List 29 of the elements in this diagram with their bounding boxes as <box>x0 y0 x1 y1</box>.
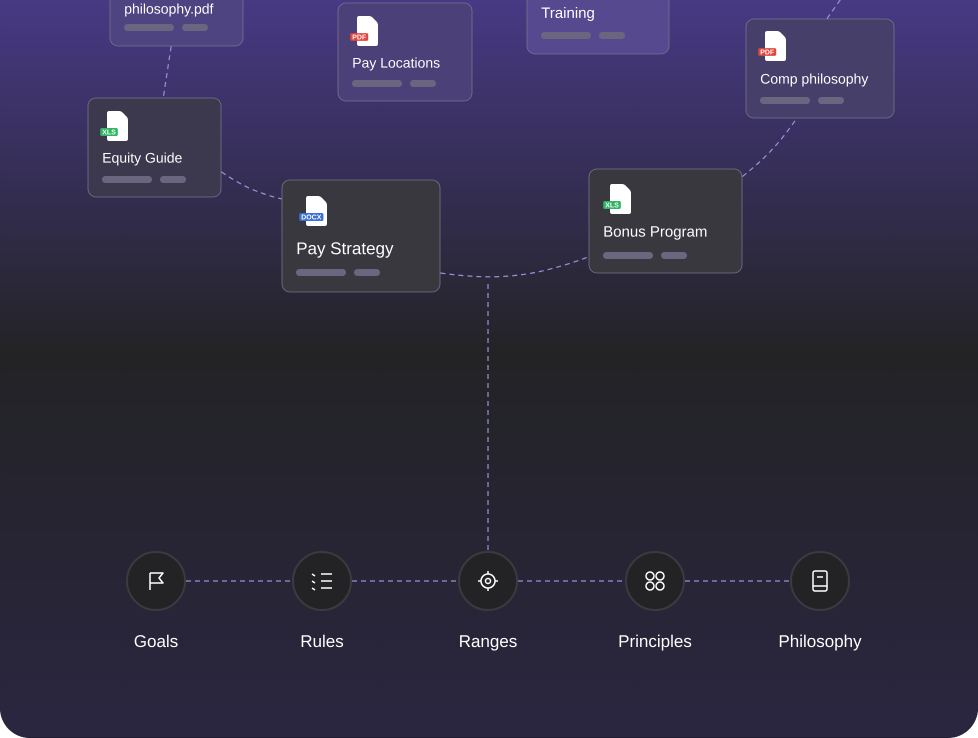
card-title: Training <box>542 7 594 21</box>
dashed-connector <box>440 256 589 278</box>
dashed-connector <box>162 46 172 98</box>
dashed-connector <box>221 171 282 200</box>
document-card <box>746 18 894 118</box>
document-card <box>338 2 472 102</box>
document-card <box>282 180 440 292</box>
card-title: Pay Locations <box>353 57 440 71</box>
dashed-connector <box>487 284 489 551</box>
step-label: Goals <box>134 634 178 648</box>
card-title: Pay Strategy <box>298 242 394 258</box>
dashed-connector <box>826 0 844 19</box>
dashed-connector <box>518 580 625 582</box>
document-card <box>526 0 670 54</box>
card-title: philosophy.pdf <box>125 3 214 17</box>
step-label: Philosophy <box>780 634 862 651</box>
step-label: Rules <box>302 634 344 648</box>
step-label: Principles <box>620 634 692 651</box>
step-label: Ranges <box>460 635 517 651</box>
document-card <box>588 168 742 274</box>
card-title: Equity Guide <box>103 152 182 166</box>
dashed-connector <box>742 118 798 178</box>
document-card <box>110 0 244 46</box>
dashed-connector <box>352 580 458 582</box>
document-card <box>88 98 222 198</box>
dashed-connector <box>685 580 790 582</box>
card-title: Comp philosophy <box>760 73 868 87</box>
card-title: Bonus Program <box>604 226 706 240</box>
dashed-connector <box>186 580 292 582</box>
